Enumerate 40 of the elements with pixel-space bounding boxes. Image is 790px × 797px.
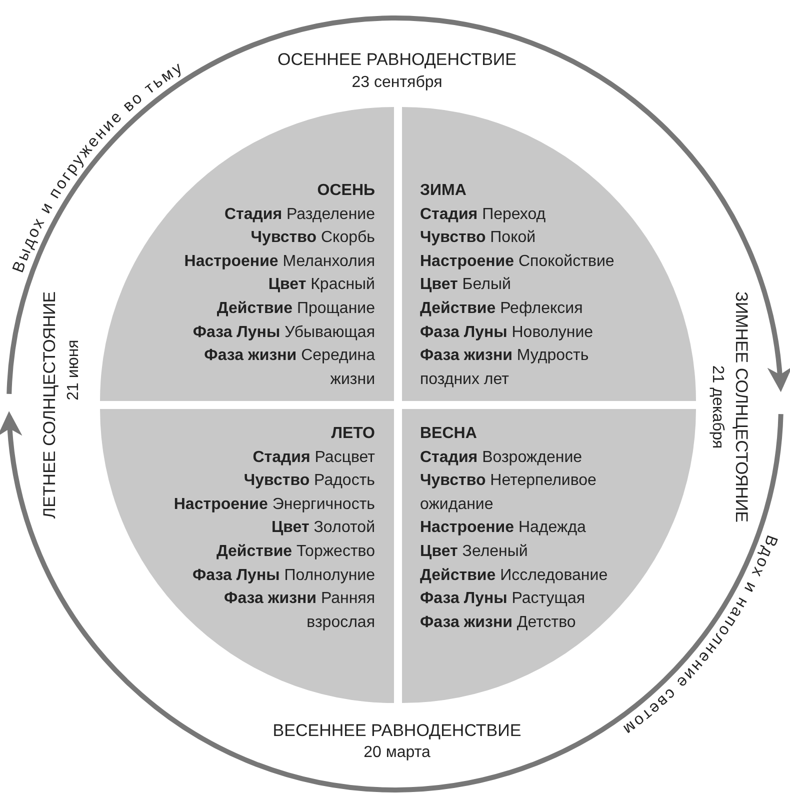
- attribute-line: Фаза Луны Растущая: [420, 589, 586, 610]
- event-label: ЛЕТНЕЕ СОЛНЦЕСТОЯНИЕ: [40, 291, 60, 519]
- attribute-line: Стадия Расцвет: [252, 448, 375, 468]
- attribute-line: Стадия Разделение: [223, 204, 375, 225]
- attribute-line: Действие Рефлексия: [420, 298, 584, 319]
- attribute-line: Фаза Луны Полнолуние: [191, 566, 375, 586]
- attribute-line: Фаза жизни Детство: [420, 612, 577, 633]
- attribute-line: Чувство Нетерпеливое ожидание: [420, 471, 598, 515]
- attribute-line: Цвет Золотой: [270, 518, 375, 538]
- event-label: ОСЕННЕЕ РАВНОДЕНСТВИЕ: [278, 50, 516, 70]
- event-label: ЗИМНЕЕ СОЛНЦЕСТОЯНИЕ: [731, 292, 751, 522]
- attribute-line: Действие Прощание: [216, 298, 375, 319]
- season-heading: ВЕСНА: [420, 424, 478, 444]
- attribute-line: Цвет Белый: [420, 275, 512, 296]
- attribute-line: Настроение Спокойствие: [420, 252, 616, 272]
- date-label: 23 сентября: [352, 74, 442, 92]
- attribute-line: Фаза жизни Середина жизни: [203, 346, 375, 390]
- attribute-line: Чувство Скорбь: [250, 228, 375, 248]
- attribute-line: Настроение Надежда: [420, 518, 587, 538]
- attribute-line: Фаза Луны Убывающая: [192, 322, 375, 343]
- attribute-line: Цвет Красный: [267, 275, 375, 296]
- attribute-line: Стадия Возрождение: [420, 448, 584, 468]
- attribute-line: Настроение Энергичность: [172, 494, 375, 515]
- date-label: 21 декабря: [708, 365, 726, 449]
- attribute-line: Чувство Покой: [420, 228, 537, 248]
- event-label: ВЕСЕННЕЕ РАВНОДЕНСТВИЕ: [272, 721, 522, 741]
- attribute-line: Чувство Радость: [242, 471, 375, 492]
- season-heading: ЗИМА: [420, 181, 468, 201]
- date-label: 21 июня: [65, 340, 83, 400]
- attribute-line: Фаза жизни Мудрость поздних лет: [420, 346, 590, 390]
- attribute-line: Действие Исследование: [420, 566, 609, 586]
- date-label: 20 марта: [364, 744, 430, 762]
- attribute-line: Стадия Переход: [420, 204, 547, 225]
- attribute-line: Цвет Зеленый: [420, 542, 529, 562]
- season-heading: ЛЕТО: [330, 424, 375, 444]
- attribute-line: Настроение Меланхолия: [183, 252, 375, 272]
- attribute-line: Действие Торжество: [215, 542, 375, 562]
- season-heading: ОСЕНЬ: [316, 181, 375, 201]
- attribute-line: Фаза Луны Новолуние: [420, 322, 594, 343]
- attribute-line: Фаза жизни Ранняя взрослая: [223, 589, 375, 633]
